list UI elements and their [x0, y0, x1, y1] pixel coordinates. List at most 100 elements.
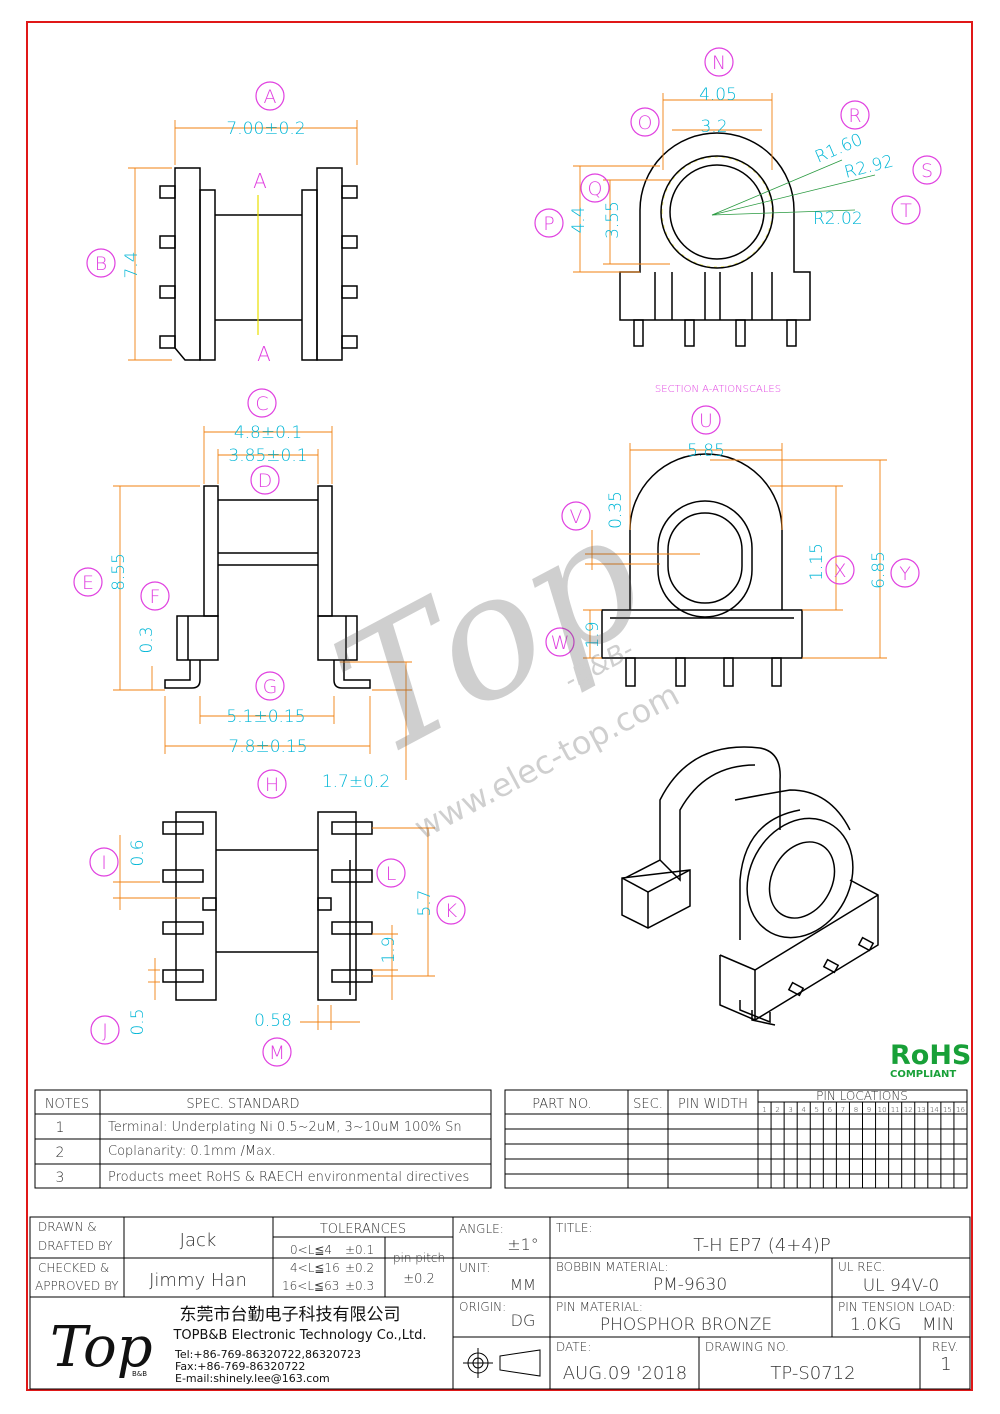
tol-value-2: ±0.2: [345, 1261, 374, 1275]
dim-n: 4.05: [699, 85, 737, 105]
pin-location-11: 11: [891, 1106, 900, 1114]
notes-table: NOTES SPEC. STANDARD 1 Terminal: Underpl…: [34, 1089, 492, 1189]
pin-location-8: 8: [854, 1106, 858, 1114]
section-view: 5.85 0.35 1.9 1.15 6.85 U V X Y W: [545, 405, 920, 687]
pin-width-header: PIN WIDTH: [678, 1097, 748, 1112]
dim-w: 1.9: [583, 621, 603, 648]
tol-range-3: 16<L≦63: [282, 1279, 339, 1293]
drawn-label-1: DRAWN &: [38, 1220, 97, 1234]
company-name-cn: 东莞市台勤电子科技有限公司: [180, 1305, 401, 1325]
company-fax: Fax:+86-769-86320722: [175, 1360, 305, 1373]
ul-value: UL 94V-0: [863, 1276, 940, 1296]
pin-location-2: 2: [775, 1106, 779, 1114]
checked-label-1: CHECKED &: [38, 1261, 109, 1275]
label-n: N: [712, 52, 726, 74]
label-h: H: [265, 774, 279, 796]
pin-location-4: 4: [801, 1106, 805, 1114]
date-label: DATE:: [556, 1340, 591, 1354]
note-num-1: 1: [56, 1120, 65, 1136]
label-c: C: [255, 393, 268, 415]
dim-o: 3.2: [700, 117, 727, 137]
dim-g2: 7.8±0.15: [228, 737, 307, 757]
pin-location-6: 6: [828, 1106, 832, 1114]
svg-text:Top: Top: [50, 1315, 153, 1380]
rohs-compliant: COMPLIANT: [890, 1069, 956, 1080]
pin-location-9: 9: [867, 1106, 871, 1114]
label-j: J: [102, 1020, 108, 1042]
pin-location-14: 14: [930, 1106, 939, 1114]
angle-label: ANGLE:: [459, 1222, 504, 1236]
tension-value: 1.0KG: [850, 1315, 901, 1335]
dim-v: 0.35: [606, 491, 626, 529]
pin-location-10: 10: [878, 1106, 887, 1114]
pin-location-16: 16: [956, 1106, 965, 1114]
pin-location-15: 15: [943, 1106, 952, 1114]
pin-location-12: 12: [904, 1106, 913, 1114]
dim-d: 3.85±0.1: [228, 446, 307, 466]
notes-header: NOTES: [45, 1097, 89, 1112]
svg-text:B&B: B&B: [132, 1370, 147, 1378]
pin-pitch-tol: ±0.2: [403, 1272, 435, 1287]
dim-m: 0.58: [254, 1011, 292, 1031]
part-no-header: PART NO.: [532, 1097, 592, 1112]
pin-location-3: 3: [788, 1106, 792, 1114]
dim-h: 1.7±0.2: [322, 772, 390, 792]
label-s: S: [921, 160, 933, 182]
pin-pitch-label: pin pitch: [393, 1251, 445, 1265]
dim-u: 5.85: [687, 441, 725, 461]
sheet-border: [26, 21, 973, 1391]
note-num-3: 3: [56, 1170, 65, 1186]
label-i: I: [101, 852, 107, 874]
dim-k: 5.7: [415, 889, 435, 916]
pin-location-5: 5: [815, 1106, 819, 1114]
dim-l: 1.9: [379, 936, 399, 963]
tension-label: PIN TENSION LOAD:: [838, 1300, 956, 1314]
pin-location-1: 1: [762, 1106, 766, 1114]
date-value: AUG.09 '2018: [563, 1363, 688, 1384]
front-view: 4.05 3.2 4.4 3.55 R1.60 R2.92 R2.02 N O …: [534, 47, 942, 347]
company-logo: Top B&B: [50, 1315, 153, 1380]
drawn-by: Jack: [180, 1230, 217, 1251]
tol-value-3: ±0.3: [345, 1279, 374, 1293]
side-view: 4.8±0.1 3.85±0.1 8.55 0.3 5.1±0.15 7.8±0…: [73, 388, 412, 799]
sec-header: SEC.: [633, 1097, 663, 1112]
top-view: 7.00±0.2 7.4 A A A B: [86, 81, 358, 366]
label-v: V: [570, 506, 583, 528]
label-y: Y: [899, 563, 911, 585]
label-t: T: [900, 200, 912, 222]
label-l: L: [386, 863, 397, 885]
company-name-en: TOPB&B Electronic Technology Co.,Ltd.: [172, 1328, 426, 1343]
label-x: X: [833, 560, 846, 582]
dim-j: 0.5: [128, 1008, 148, 1035]
spec-header: SPEC. STANDARD: [186, 1097, 299, 1112]
origin-label: ORIGIN:: [459, 1300, 506, 1314]
dim-i: 0.6: [128, 839, 148, 866]
rev-label: REV.: [932, 1340, 958, 1354]
checked-by: Jimmy Han: [149, 1270, 247, 1291]
origin-value: DG: [511, 1311, 536, 1330]
rev-value: 1: [940, 1354, 951, 1375]
isometric-view: [621, 746, 879, 1026]
note-num-2: 2: [56, 1145, 65, 1161]
checked-label-2: APPROVED BY: [35, 1279, 119, 1293]
pin-material-label: PIN MATERIAL:: [556, 1300, 643, 1314]
dim-q: 3.55: [603, 201, 623, 239]
angle-value: ±1°: [507, 1235, 539, 1254]
section-mark-top: A: [253, 169, 267, 193]
label-r: R: [848, 105, 861, 127]
unit-label: UNIT:: [459, 1261, 490, 1275]
ul-label: UL REC.: [838, 1260, 885, 1274]
pin-location-13: 13: [917, 1106, 926, 1114]
note-text-1: Terminal: Underplating Ni 0.5~2uM, 3~10u…: [108, 1120, 462, 1135]
drawing-label: DRAWING NO.: [705, 1340, 789, 1354]
unit-value: MM: [510, 1276, 536, 1294]
label-p: P: [543, 213, 554, 235]
rohs-logo: RoHS: [890, 1040, 971, 1071]
tension-unit: MIN: [922, 1315, 954, 1335]
drawing-no: TP-S0712: [770, 1363, 855, 1384]
note-text-2: Coplanarity: 0.1mm /Max.: [108, 1144, 276, 1159]
label-b: B: [95, 253, 107, 275]
dim-g1: 5.1±0.15: [226, 707, 305, 727]
pin-material-value: PHOSPHOR BRONZE: [600, 1315, 772, 1335]
